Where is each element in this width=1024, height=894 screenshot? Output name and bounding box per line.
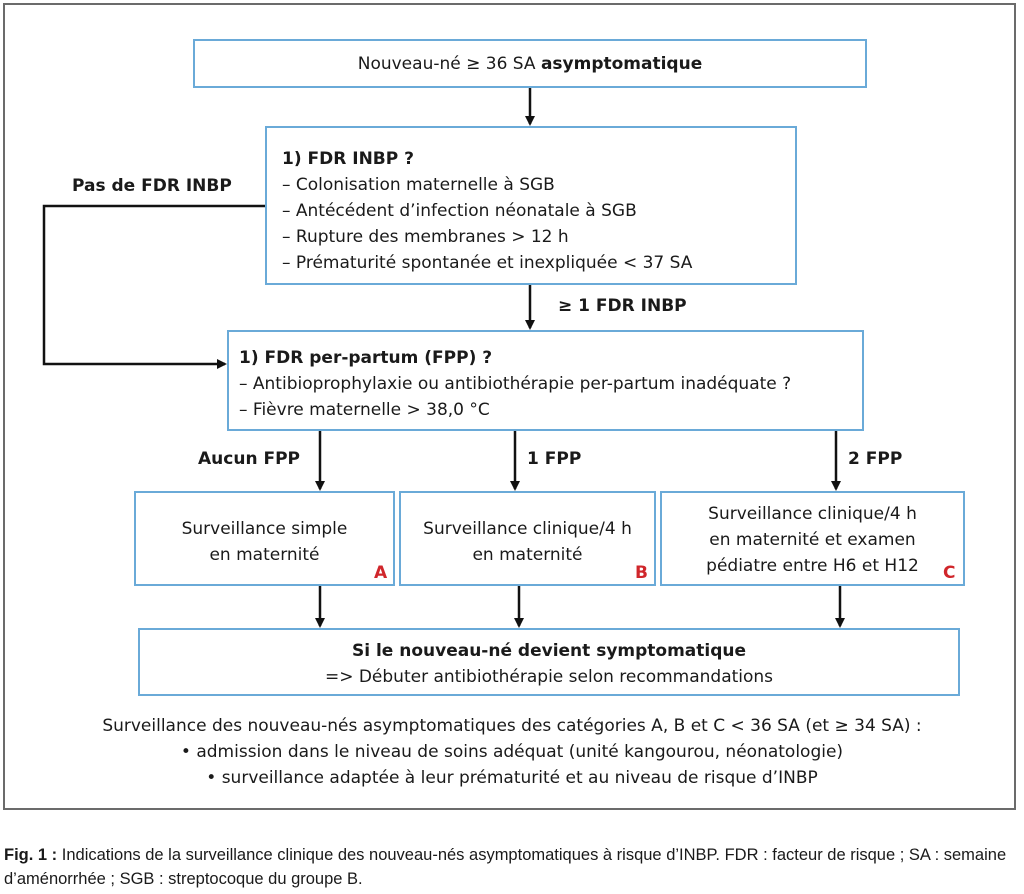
outcome-box-a: Surveillance simple en maternité A (134, 491, 395, 586)
fpp-title: 1) FDR per-partum (FPP) ? (239, 348, 493, 368)
inbp-item: – Prématurité spontanée et inexpliquée <… (282, 253, 693, 273)
category-badge-a: A (374, 563, 388, 583)
caption-text: Indications de la surveillance clinique … (4, 846, 1007, 888)
final-box: Si le nouveau-né devient symptomatique =… (138, 628, 960, 696)
inbp-item: – Colonisation maternelle à SGB (282, 175, 555, 195)
note-bullet: • admission dans le niveau de soins adéq… (180, 742, 844, 762)
fpp-item: – Fièvre maternelle > 38,0 °C (239, 400, 490, 420)
label-1-fpp: 1 FPP (527, 449, 582, 469)
outcome-line: Surveillance clinique/4 h (708, 504, 917, 524)
category-badge-b: B (635, 563, 648, 583)
outcome-line: Surveillance simple (181, 519, 348, 539)
outcome-line: en maternité (209, 545, 320, 565)
arrow-no-inbp-bypass (42, 204, 265, 369)
start-box: Nouveau-né ≥ 36 SA asymptomatique (193, 39, 867, 88)
start-text: Nouveau-né ≥ 36 SA asymptomatique (357, 54, 703, 74)
outcome-line: pédiatre entre H6 et H12 (706, 556, 919, 576)
outcome-line: en maternité et examen (709, 530, 916, 550)
fpp-item: – Antibioprophylaxie ou antibiothérapie … (239, 374, 792, 394)
outcome-line: en maternité (472, 545, 583, 565)
label-aucun-fpp: Aucun FPP (198, 449, 300, 469)
note-intro: Surveillance des nouveau-nés asymptomati… (102, 716, 922, 736)
inbp-item: – Antécédent d’infection néonatale à SGB (282, 201, 637, 221)
outcome-box-b: Surveillance clinique/4 h en maternité B (399, 491, 656, 586)
inbp-box: 1) FDR INBP ? – Colonisation maternelle … (265, 126, 797, 285)
figure-caption: Fig. 1 : Indications de la surveillance … (4, 843, 1020, 891)
label-ge1-inbp: ≥ 1 FDR INBP (558, 296, 687, 316)
label-no-inbp: Pas de FDR INBP (72, 176, 232, 196)
inbp-item: – Rupture des membranes > 12 h (282, 227, 569, 247)
outcome-box-c: Surveillance clinique/4 h en maternité e… (660, 491, 965, 586)
fpp-box: 1) FDR per-partum (FPP) ? – Antibioproph… (227, 330, 864, 431)
inbp-title: 1) FDR INBP ? (282, 149, 414, 169)
figure-frame (3, 3, 1016, 810)
outcome-line: Surveillance clinique/4 h (423, 519, 632, 539)
note-bullet: • surveillance adaptée à leur prématurit… (206, 768, 818, 788)
caption-label: Fig. 1 : (4, 846, 58, 864)
final-text: => Débuter antibiothérapie selon recomma… (324, 667, 774, 687)
label-2-fpp: 2 FPP (848, 449, 903, 469)
category-badge-c: C (943, 563, 956, 583)
final-title: Si le nouveau-né devient symptomatique (351, 641, 747, 661)
